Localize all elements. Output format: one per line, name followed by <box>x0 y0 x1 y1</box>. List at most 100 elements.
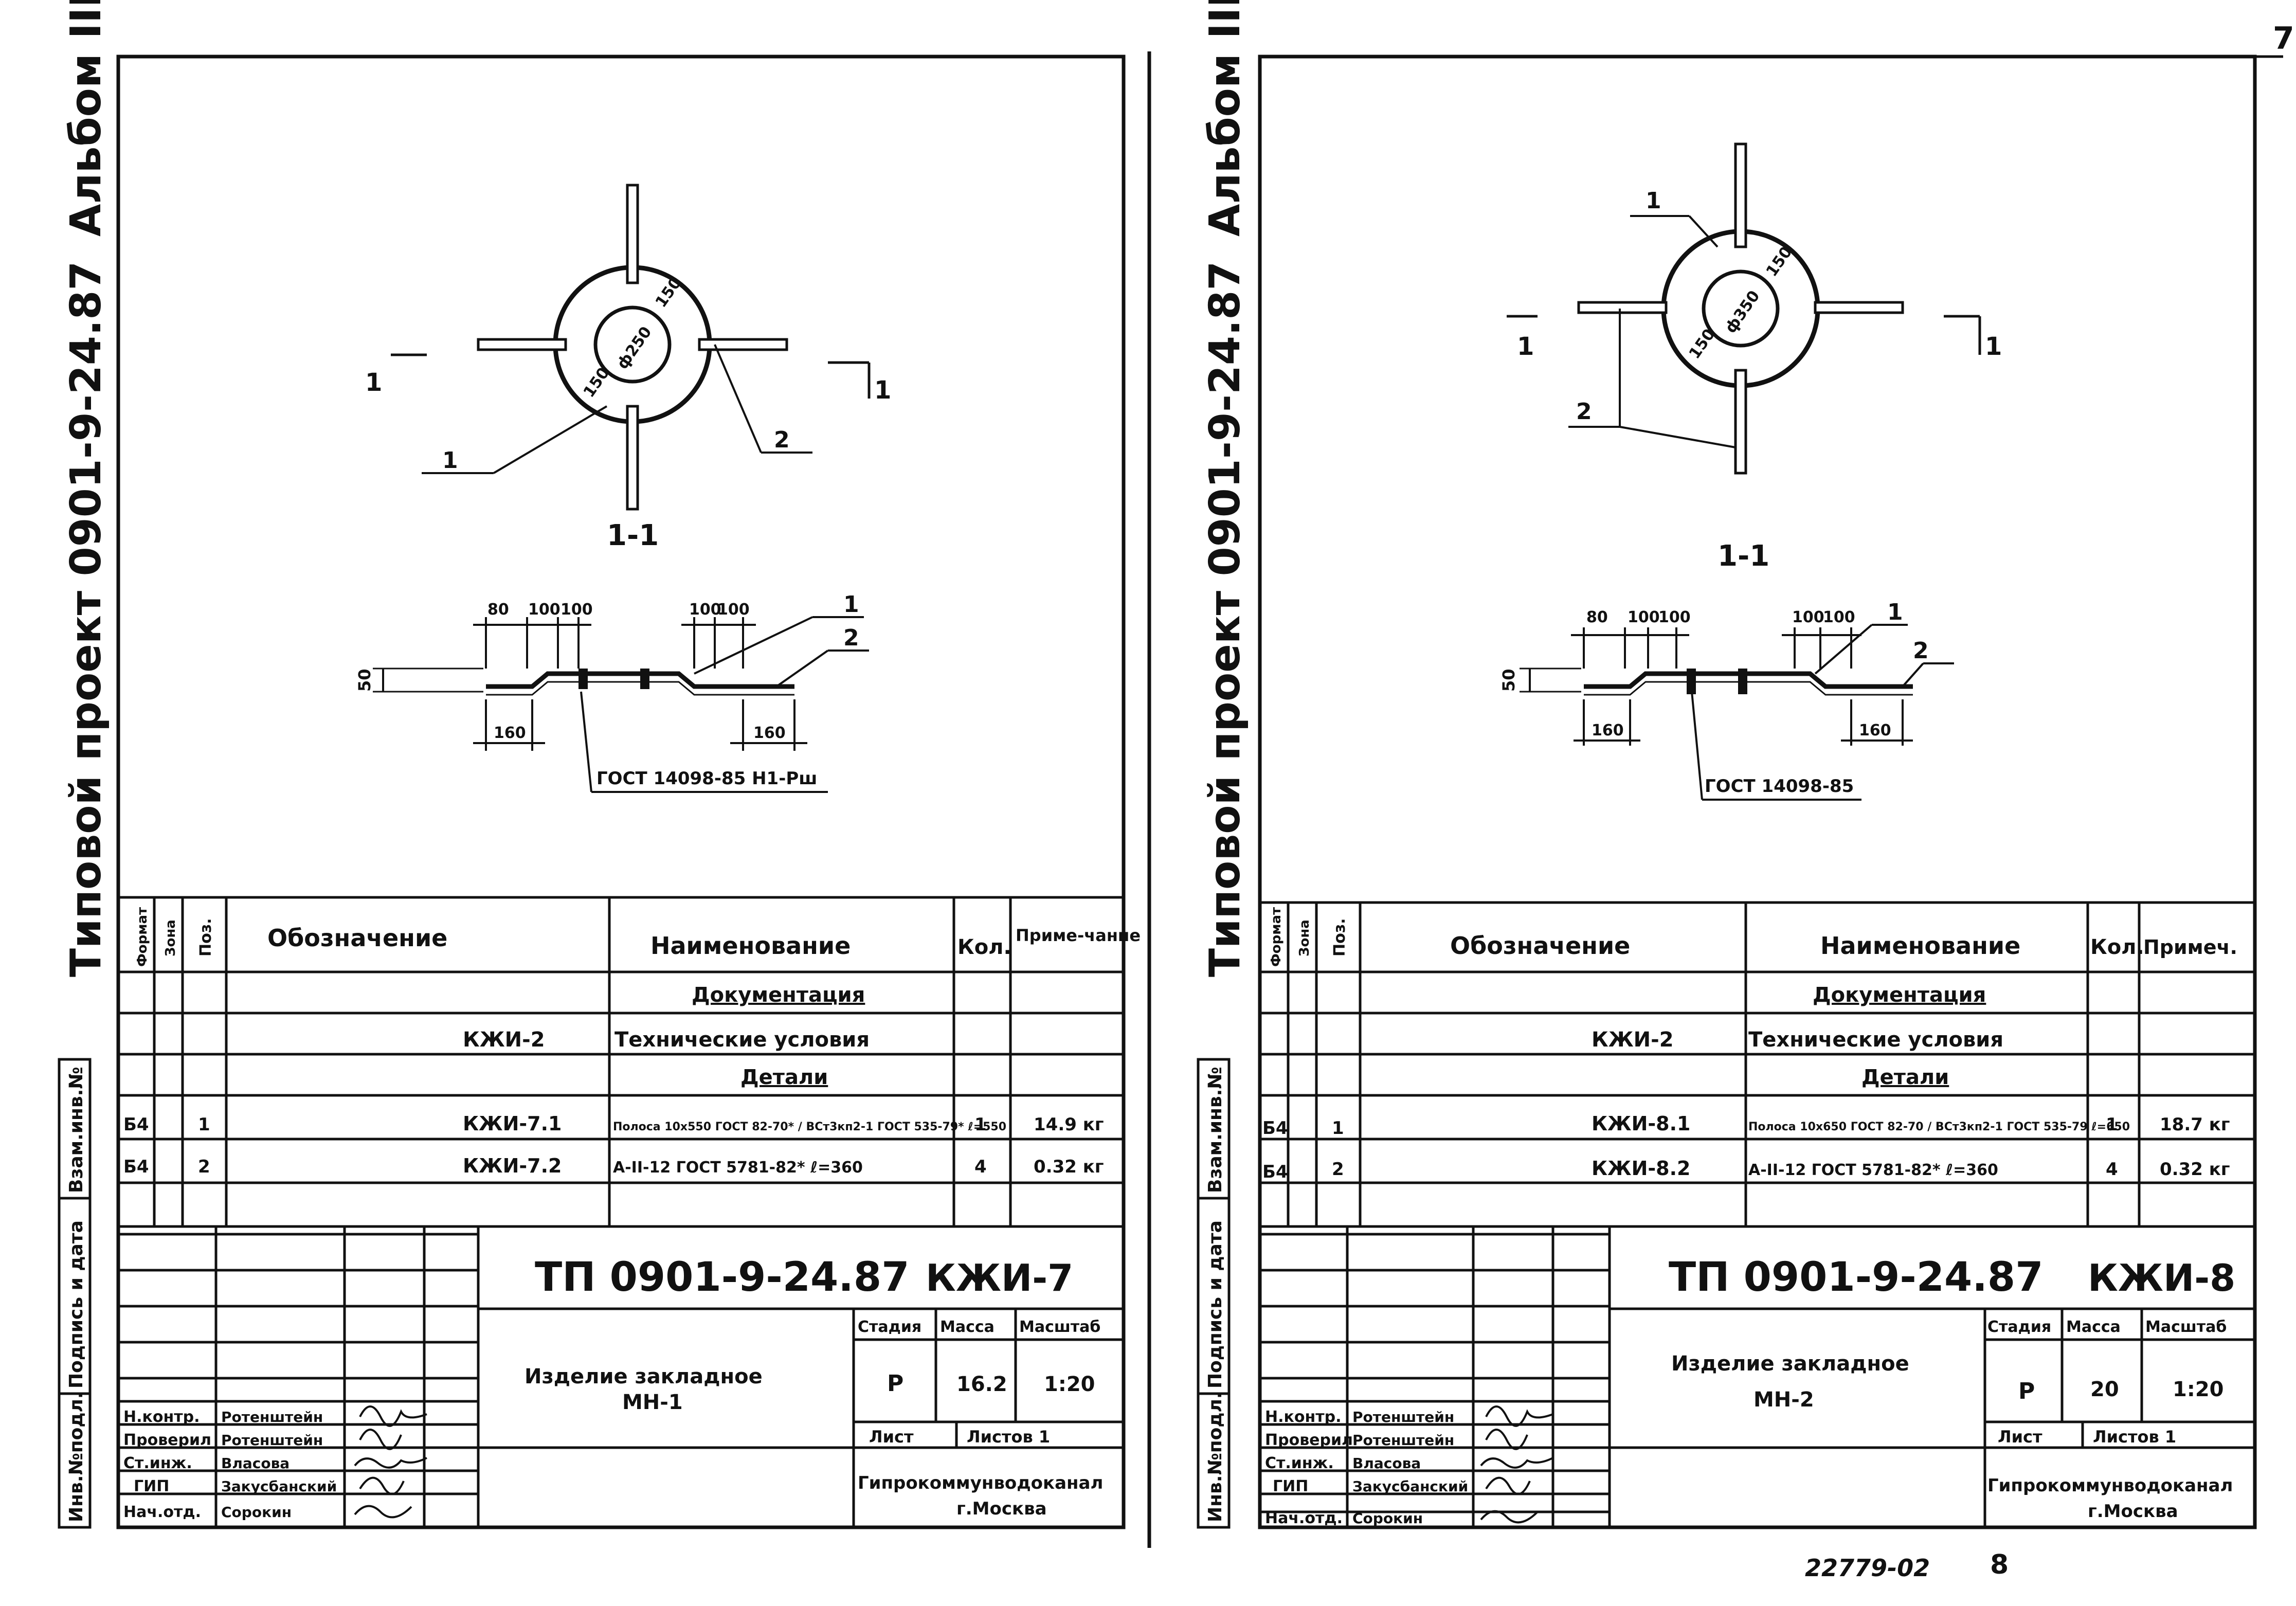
dim-top-1: 80 <box>1586 608 1608 626</box>
dim-top-3: 100 <box>561 601 593 619</box>
part-note: 0.32 кг <box>2160 1159 2230 1180</box>
staff-name: Власова <box>1352 1455 1421 1472</box>
section-mark-right: 1 <box>874 376 891 405</box>
title-block: Н.контр. Ротенштейн Проверил Ротенштейн … <box>1260 1226 2255 1527</box>
staff-role: Нач.отд. <box>123 1503 201 1521</box>
side-title: Типовой проект 0901-9-24.87 <box>62 261 111 977</box>
part-designation: КЖИ-8.2 <box>1592 1157 1690 1180</box>
org-city: г.Москва <box>956 1499 1047 1519</box>
dim-bottom-2: 160 <box>1859 721 1891 739</box>
scale-label: Масштаб <box>1019 1318 1100 1336</box>
dim-top-2: 100 <box>528 601 561 619</box>
mass-label: Масса <box>940 1318 995 1336</box>
part-note: 18.7 кг <box>2160 1114 2230 1135</box>
part-designation: КЖИ-7.1 <box>463 1112 562 1135</box>
side-box-inventory: Инв.№подл. <box>66 1392 87 1523</box>
section-mark-left: 1 <box>1517 332 1534 361</box>
label-pos2-section: 2 <box>1913 638 1929 664</box>
staff-role: ГИП <box>134 1477 169 1495</box>
part-name: Полоса 10х650 ГОСТ 82-70 / ВСт3кп2-1 ГОС… <box>1748 1121 2130 1133</box>
doc-designation: КЖИ-2 <box>463 1028 545 1052</box>
side-album: Альбом III <box>62 0 111 237</box>
section-label: 1-1 <box>607 519 659 552</box>
doc-code: КЖИ-8 <box>2088 1256 2235 1300</box>
section-parts: Детали <box>1861 1066 1949 1089</box>
header-name: Наименование <box>1820 932 2020 960</box>
part-qty: 4 <box>2106 1159 2118 1180</box>
sheet-frame <box>1258 55 2257 1529</box>
part-format: Б4 <box>1262 1162 1288 1182</box>
side-boxes: Взам.инв.№ Подпись и дата Инв.№подл. <box>1197 1058 1231 1529</box>
dim-bottom-2: 160 <box>753 724 786 742</box>
part-designation: КЖИ-8.1 <box>1592 1112 1690 1135</box>
part-note: 0.32 кг <box>1034 1157 1104 1177</box>
title-block: Н.контр. Ротенштейн Проверил Ротенштейн … <box>118 1226 1124 1527</box>
staff-name: Закусбанский <box>1352 1478 1468 1495</box>
header-designation: Обозначение <box>267 924 447 952</box>
doc-designation: КЖИ-2 <box>1592 1028 1674 1052</box>
page-number: 7 <box>2273 21 2294 57</box>
project-code: ТП 0901-9-24.87 <box>535 1254 909 1301</box>
header-format: Формат <box>135 907 150 967</box>
header-pos: Поз. <box>197 918 215 957</box>
scale-value: 1:20 <box>2173 1378 2224 1401</box>
table-row: Б4 1 КЖИ-7.1 Полоса 10х550 ГОСТ 82-70* /… <box>123 1112 1104 1135</box>
header-qty: Кол. <box>2090 935 2144 959</box>
part-qty: 1 <box>2106 1114 2118 1135</box>
dim-bottom-1: 160 <box>494 724 526 742</box>
plate-inner <box>1702 269 1780 348</box>
doc-name: Технические условия <box>1748 1028 2003 1052</box>
label-pos2-section: 2 <box>843 625 859 651</box>
spec-table: Формат Зона Поз. Обозначение Наименовани… <box>1260 901 2255 1228</box>
section-label: 1-1 <box>1718 539 1769 573</box>
label-pos1-plan: 1 <box>442 447 458 474</box>
header-note: Приме-чание <box>1016 926 1141 945</box>
sheet-left: Альбом III Типовой проект 0901-9-24.87 В… <box>58 0 1141 1529</box>
part-note: 14.9 кг <box>1034 1114 1104 1135</box>
weld-note: ГОСТ 14098-85 <box>1705 776 1854 797</box>
header-zone: Зона <box>1297 919 1312 957</box>
header-pos: Поз. <box>1331 918 1349 957</box>
part-format: Б4 <box>123 1114 149 1135</box>
label-pos2-plan: 2 <box>774 427 790 453</box>
dim-top-5: 100 <box>1823 608 1855 626</box>
label-pos2-plan: 2 <box>1576 399 1592 425</box>
leader-2 <box>714 344 762 453</box>
stage-value: Р <box>2018 1378 2035 1404</box>
header-format: Формат <box>1269 907 1284 967</box>
section-documentation: Документация <box>1813 983 1986 1007</box>
header-designation: Обозначение <box>1450 932 1630 960</box>
stage-label: Стадия <box>858 1318 921 1336</box>
dim-height: 50 <box>1499 669 1518 692</box>
part-name: А-II-12 ГОСТ 5781-82* ℓ=360 <box>613 1159 863 1177</box>
header-name: Наименование <box>650 932 851 960</box>
table-row: Б4 2 КЖИ-7.2 А-II-12 ГОСТ 5781-82* ℓ=360… <box>123 1154 1104 1177</box>
dim-top-2: 100 <box>1628 608 1660 626</box>
dim-top-5: 100 <box>717 601 750 619</box>
footer-number: 22779-02 <box>1805 1554 1930 1582</box>
part-pos: 1 <box>1332 1118 1344 1139</box>
label-pos1-plan: 1 <box>1646 188 1661 214</box>
org-city: г.Москва <box>2088 1501 2178 1522</box>
staff-role: Н.контр. <box>123 1408 200 1426</box>
leader-1 <box>1688 215 1719 248</box>
leader-1 <box>493 405 608 474</box>
side-box-replace: Взам.инв.№ <box>1205 1067 1226 1193</box>
label-pos1-section: 1 <box>1887 599 1903 625</box>
scale-value: 1:20 <box>1044 1373 1095 1396</box>
doc-code: КЖИ-7 <box>926 1256 1073 1300</box>
dim-top-4: 100 <box>1792 608 1824 626</box>
sheet-label: Лист <box>1998 1427 2042 1447</box>
footer-sheet: 8 <box>1990 1549 2009 1580</box>
signature-marks <box>1480 1405 1553 1524</box>
section-mark-right: 1 <box>1985 332 2002 361</box>
side-box-signature: Подпись и дата <box>1205 1220 1226 1388</box>
header-zone: Зона <box>163 919 178 957</box>
staff-role: Проверил <box>1265 1431 1353 1449</box>
dim-top-4: 100 <box>689 601 721 619</box>
doc-name: Технические условия <box>614 1028 870 1052</box>
staff-role: Ст.инж. <box>123 1454 192 1472</box>
part-format: Б4 <box>1262 1118 1288 1139</box>
mass-label: Масса <box>2066 1318 2121 1336</box>
side-album: Альбом III <box>1201 0 1250 237</box>
